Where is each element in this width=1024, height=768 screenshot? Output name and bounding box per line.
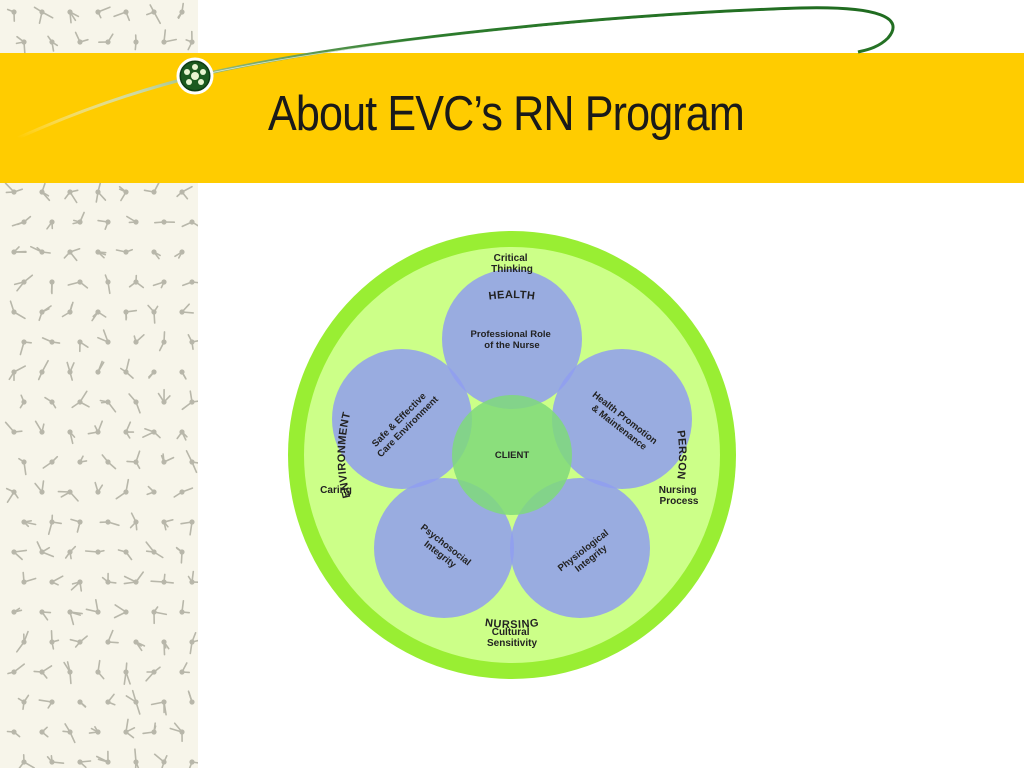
petal-top-line-1: Professional Role [471,329,551,340]
inner-label-nursing-process: Nursing Process [659,485,700,507]
inner-label-top-line-2: Thinking [491,264,533,275]
slide-title: About EVC’s RN Program [268,87,745,141]
ring-label-nursing-path: NURSING [484,617,539,631]
ring-label-environment: ENVIRONMENT [336,411,353,500]
inner-label-bottom-line-2: Sensitivity [487,638,537,649]
ring-label-person-path: PERSON [674,430,687,481]
inner-label-critical-thinking: Critical Thinking [491,253,533,275]
inner-label-right-line-2: Process [660,496,699,507]
inner-label-right-line-1: Nursing [659,485,697,496]
petal-top-line-2: of the Nurse [484,340,539,351]
petal-lower-right [510,478,650,618]
inner-label-top-line-1: Critical [494,253,528,264]
ring-label-environment-path: ENVIRONMENT [336,411,353,500]
ring-label-health-path: HEALTH [488,289,536,303]
petal-top [442,269,582,409]
ring-label-health: HEALTH [488,289,536,303]
petal-lower-left [374,478,514,618]
petal-upper-right [552,349,692,489]
ring-label-nursing: NURSING [484,617,540,631]
inner-label-caring: Caring [320,485,352,496]
inner-label-cultural-sensitivity: Cultural Sensitivity [487,627,537,649]
ring-label-person: PERSON [674,430,688,481]
petal-label-professional-role: Professional Role of the Nurse [471,329,554,351]
center-circle [452,395,572,515]
petal-upper-left [332,349,472,489]
petal-group [332,269,692,618]
inner-label-bottom-line-1: Cultural [492,627,530,638]
nursing-model-diagram: HEALTH NURSING ENVIRONMENT PERSON Critic… [288,231,736,679]
center-label-client: CLIENT [495,450,530,461]
